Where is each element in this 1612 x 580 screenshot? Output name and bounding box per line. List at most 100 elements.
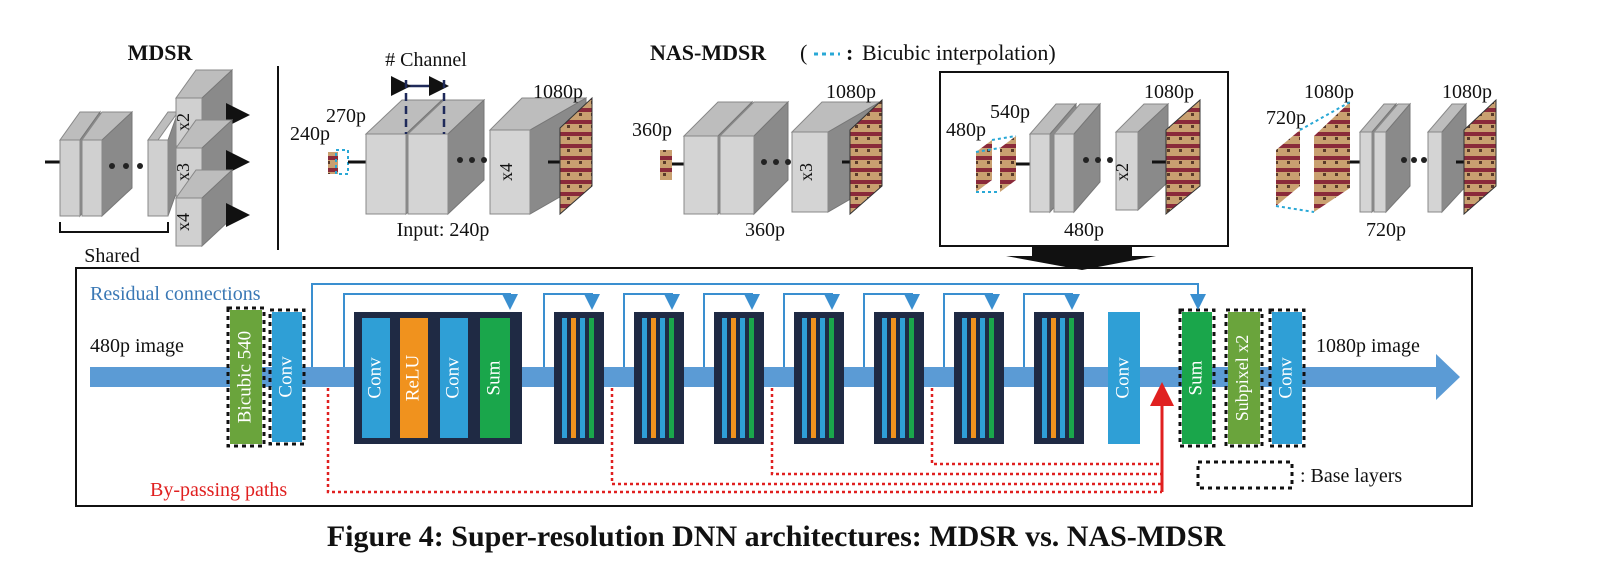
first-conv-text: Conv — [275, 356, 296, 398]
panel1-input-label: Input: 240p — [397, 219, 490, 241]
panel1-output-frame — [559, 96, 593, 216]
nas-panel-720p: 720p 1080p 1080p 720p — [1266, 81, 1497, 241]
legend-open-paren: ( — [800, 40, 807, 65]
panel4-block-b — [1372, 102, 1412, 214]
panel1-input-frame — [328, 152, 338, 174]
bypass-path — [930, 388, 1162, 466]
expand-down-arrow — [1006, 256, 1156, 270]
residual-line — [543, 293, 600, 367]
panel4-high-res: 1080p — [1442, 81, 1492, 103]
panel2-low-res: 360p — [632, 119, 672, 141]
detail-frame — [75, 267, 1473, 507]
mdsr-group: MDSR x2 — [45, 40, 250, 267]
global-residual-line — [311, 283, 1206, 367]
residual-line — [343, 293, 518, 367]
block-sum-text: Sum — [483, 360, 504, 395]
panel2-input-frame — [660, 150, 672, 180]
mdsr-shared-block-3 — [147, 111, 179, 217]
input-image-label: 480p image — [90, 335, 184, 357]
mdsr-title: MDSR — [128, 40, 194, 65]
residual-line — [863, 293, 920, 367]
output-conv-text: Conv — [1275, 357, 1296, 399]
panel2-block-b — [718, 100, 790, 216]
block-conv-1-text: Conv — [364, 357, 385, 399]
panel1-scale: x4 — [496, 163, 516, 181]
panel1-high-res: 1080p — [533, 81, 583, 103]
panel2-input-label: 360p — [745, 219, 785, 241]
mdsr-dot — [137, 163, 143, 169]
small-residual-blocks — [554, 312, 1084, 444]
bypass-path — [770, 388, 1162, 476]
mdsr-scale-x2: x2 — [173, 113, 193, 131]
panel4-low-res: 720p — [1266, 107, 1306, 129]
channel-label: # Channel — [385, 49, 467, 71]
small-residual-block — [554, 312, 604, 444]
panel2-output-frame — [849, 98, 883, 216]
final-conv-text: Conv — [1112, 357, 1133, 399]
residual-line — [783, 293, 840, 367]
nas-panel-480p: 480p 540p x2 1080p 480p — [939, 71, 1229, 270]
nas-mdsr-title: NAS-MDSR — [650, 40, 767, 65]
small-residual-block — [954, 312, 1004, 444]
small-residual-block — [634, 312, 684, 444]
base-layers-legend-box — [1196, 460, 1294, 490]
bypass-lines — [326, 388, 1162, 494]
final-conv-layer: Conv — [1108, 312, 1140, 444]
panel3-high-res: 1080p — [1144, 81, 1194, 103]
panel2-scale: x3 — [796, 163, 816, 181]
residual-block-expanded: Conv ReLU Conv Sum — [354, 312, 522, 444]
residual-connection-lines — [343, 293, 1080, 367]
panel4-input-label: 720p — [1366, 219, 1406, 241]
global-sum-layer: Sum — [1178, 308, 1216, 448]
bypass-path — [326, 388, 1162, 494]
subpixel-text: Subpixel x2 — [1232, 335, 1252, 422]
panel4-output-frame — [1463, 98, 1497, 216]
panel4-input-frame — [1276, 130, 1300, 206]
nas-panel-240p: 240p 270p x4 1080p # Channel — [290, 49, 593, 241]
first-conv-layer: Conv — [268, 308, 306, 446]
bypassing-paths-label: By-passing paths — [150, 479, 287, 501]
block-relu-text: ReLU — [402, 355, 423, 402]
panel2-high-res: 1080p — [826, 81, 876, 103]
block-conv-2-text: Conv — [442, 357, 463, 399]
base-layers-label: : Base layers — [1300, 465, 1402, 487]
output-conv-layer: Conv — [1268, 308, 1306, 448]
subpixel-layer: Subpixel x2 — [1224, 308, 1264, 448]
panel4-mid-res: 1080p — [1304, 81, 1354, 103]
shared-bracket — [59, 222, 169, 233]
bicubic-540-layer: Bicubic 540 — [226, 306, 266, 448]
residual-line — [703, 293, 760, 367]
bicubic-540-text: Bicubic 540 — [234, 331, 255, 423]
panel3-low-res: 480p — [946, 119, 986, 141]
bicubic-legend-text: Bicubic interpolation) — [862, 40, 1056, 65]
output-image-label: 1080p image — [1316, 335, 1420, 357]
residual-connections-label: Residual connections — [90, 283, 261, 305]
shared-label: Shared — [84, 245, 140, 267]
panel3-scale: x2 — [1112, 163, 1132, 181]
mdsr-shared-block-2 — [81, 110, 133, 218]
figure-caption: Figure 4: Super-resolution DNN architect… — [327, 520, 1226, 553]
panel3-input-label: 480p — [1064, 219, 1104, 241]
panel3-mid-res: 540p — [990, 101, 1030, 123]
residual-line — [623, 293, 680, 367]
small-residual-block — [1034, 312, 1084, 444]
nas-mdsr-header: NAS-MDSR ( : Bicubic interpolation) — [650, 40, 1056, 65]
residual-line — [1023, 293, 1080, 367]
mdsr-dot — [109, 163, 115, 169]
panel3-input-frame — [976, 140, 992, 192]
small-residual-block — [714, 312, 764, 444]
residual-line — [943, 293, 1000, 367]
panel1-block-b — [406, 98, 486, 216]
nas-panel-360p: 360p x3 1080p 360p — [632, 81, 883, 241]
detail-network: 480p image 1080p image Residual connecti… — [75, 267, 1473, 507]
small-residual-block — [874, 312, 924, 444]
mdsr-branch-x4: x4 — [173, 168, 250, 248]
panel3-block-x2: x2 — [1112, 102, 1170, 212]
panel4-block-c — [1426, 102, 1468, 214]
small-residual-block — [794, 312, 844, 444]
mdsr-scale-x3: x3 — [173, 163, 193, 181]
global-sum-text: Sum — [1185, 360, 1206, 395]
panel3-output-frame — [1165, 98, 1201, 216]
